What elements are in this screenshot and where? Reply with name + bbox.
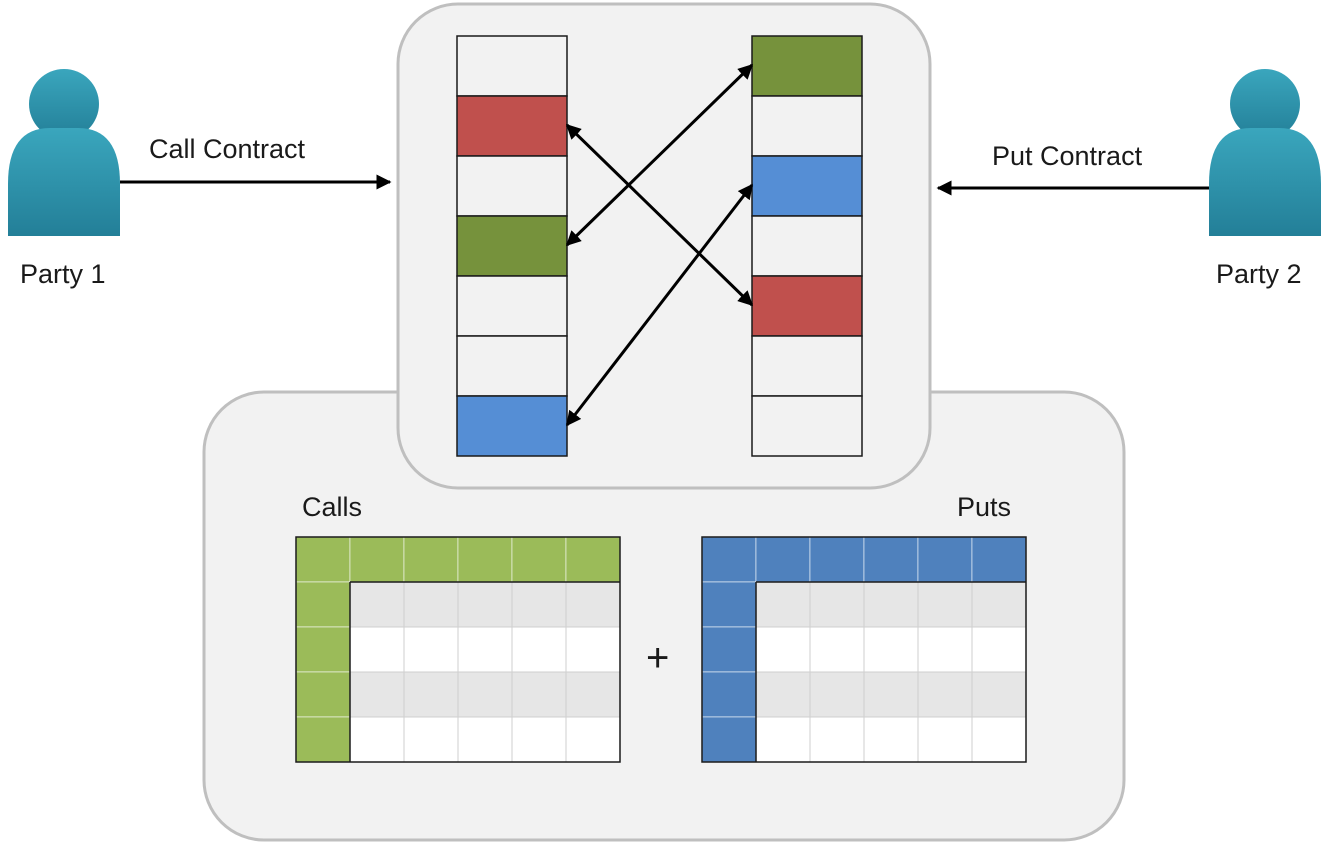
puts-table-body-cell xyxy=(755,671,811,718)
puts-table-body-cell xyxy=(863,716,919,763)
calls-table-header-cell xyxy=(403,536,459,583)
calls-table-body-cell xyxy=(511,626,567,673)
calls-table-row-header-cell xyxy=(295,716,351,763)
puts-table-body-cell xyxy=(755,716,811,763)
call-contract-label: Call Contract xyxy=(149,134,306,164)
calls-table-header-cell xyxy=(349,536,405,583)
calls-table-body-cell xyxy=(511,671,567,718)
calls-table-header-cell xyxy=(457,536,513,583)
puts-table-title: Puts xyxy=(957,492,1012,522)
party-1-label: Party 1 xyxy=(20,259,106,289)
plus-operator: + xyxy=(646,636,670,680)
calls-table-body-cell xyxy=(565,716,621,763)
puts-table-body-cell xyxy=(809,626,865,673)
left-order-cell-empty xyxy=(456,155,568,217)
calls-table-header-cell xyxy=(565,536,621,583)
left-order-column xyxy=(456,35,568,457)
puts-table-body-cell xyxy=(971,626,1027,673)
match-arrow-blue xyxy=(565,183,754,427)
right-order-cell-empty xyxy=(751,395,863,457)
calls-table-body-cell xyxy=(349,581,405,628)
puts-table-body-cell xyxy=(917,671,973,718)
calls-table-header-cell xyxy=(511,536,567,583)
right-order-cell-empty xyxy=(751,215,863,277)
calls-table-body-cell xyxy=(565,671,621,718)
calls-table-body-cell xyxy=(403,581,459,628)
calls-table-body-cell xyxy=(349,716,405,763)
calls-table-body-cell xyxy=(565,626,621,673)
puts-table-body-cell xyxy=(917,716,973,763)
party-1-person-icon xyxy=(8,69,120,236)
left-order-cell-red xyxy=(456,95,568,157)
puts-table-header-cell xyxy=(863,536,919,583)
puts-table-body-cell xyxy=(809,581,865,628)
puts-table-body-cell xyxy=(971,581,1027,628)
puts-table-row-header-cell xyxy=(701,671,757,718)
puts-table-body-cell xyxy=(809,671,865,718)
puts-table-body-cell xyxy=(917,626,973,673)
calls-table-body-cell xyxy=(349,626,405,673)
left-order-cell-green xyxy=(456,215,568,277)
puts-table-body-cell xyxy=(809,716,865,763)
calls-table-border xyxy=(295,536,621,763)
calls-table-body-cell xyxy=(349,671,405,718)
party-2-person-icon xyxy=(1209,69,1321,236)
calls-table-title: Calls xyxy=(302,492,363,522)
calls-table-body-cell xyxy=(403,716,459,763)
puts-table-body-cell xyxy=(863,671,919,718)
calls-table-body-cell xyxy=(403,626,459,673)
puts-table-header-cell xyxy=(917,536,973,583)
calls-table-body-cell xyxy=(457,626,513,673)
left-order-cell-empty xyxy=(456,335,568,397)
puts-table-row-header-cell xyxy=(701,581,757,628)
left-order-cell-empty xyxy=(456,275,568,337)
calls-table-body-cell xyxy=(403,671,459,718)
right-order-column xyxy=(751,35,863,457)
puts-table-body-cell xyxy=(755,581,811,628)
puts-table-header-cell xyxy=(809,536,865,583)
puts-table xyxy=(701,536,1027,763)
puts-table-body-cell xyxy=(755,626,811,673)
party-2-label: Party 2 xyxy=(1216,259,1302,289)
puts-table-header-cell xyxy=(701,536,757,583)
left-order-cell-empty xyxy=(456,35,568,97)
puts-table-body-cell xyxy=(863,581,919,628)
calls-table-body-cell xyxy=(511,581,567,628)
calls-table-body-cell xyxy=(511,716,567,763)
puts-table-row-header-cell xyxy=(701,626,757,673)
calls-table-body-cell xyxy=(457,671,513,718)
puts-table-body-cell xyxy=(971,716,1027,763)
right-order-cell-empty xyxy=(751,95,863,157)
puts-table-header-cell xyxy=(755,536,811,583)
right-order-cell-empty xyxy=(751,335,863,397)
puts-table-row-header-cell xyxy=(701,716,757,763)
calls-table-row-header-cell xyxy=(295,626,351,673)
puts-table-body-cell xyxy=(971,671,1027,718)
put-contract-label: Put Contract xyxy=(992,141,1143,171)
puts-table-header-cell xyxy=(971,536,1027,583)
calls-table-header-cell xyxy=(295,536,351,583)
right-order-cell-green xyxy=(751,35,863,97)
calls-table xyxy=(295,536,621,763)
calls-table-body-cell xyxy=(565,581,621,628)
puts-table-border xyxy=(701,536,1027,763)
right-order-cell-blue xyxy=(751,155,863,217)
calls-table-body-cell xyxy=(457,581,513,628)
calls-table-row-header-cell xyxy=(295,671,351,718)
puts-table-body-cell xyxy=(863,626,919,673)
calls-table-body-cell xyxy=(457,716,513,763)
puts-table-body-cell xyxy=(917,581,973,628)
right-order-cell-red xyxy=(751,275,863,337)
left-order-cell-blue xyxy=(456,395,568,457)
calls-table-row-header-cell xyxy=(295,581,351,628)
